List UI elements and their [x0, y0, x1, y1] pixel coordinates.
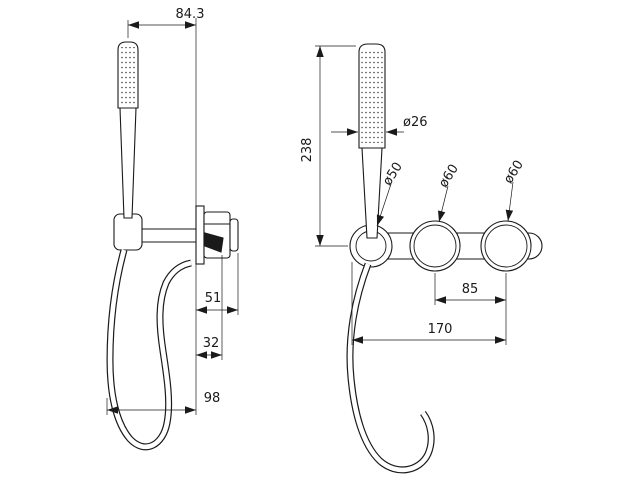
hose-side-outer: [106, 249, 192, 451]
dim-label-handshower-diameter: ø26: [403, 115, 428, 130]
right-knob-front: [480, 220, 532, 272]
right-view: 238 ø26 ø50 ø60 ø60: [300, 43, 543, 474]
dim-body-depth: 51: [196, 253, 239, 315]
right-knob-outer: [480, 220, 532, 272]
spray-holes-side: [120, 47, 136, 104]
left-knob-outer: [409, 220, 461, 272]
dim-right-knob-diameter: ø60: [501, 158, 527, 222]
dim-label-lever-depth: 32: [203, 336, 220, 351]
dim-height: 238: [300, 45, 356, 247]
dim-handshower-diameter: ø26: [331, 115, 428, 136]
right-dimensions: 238 ø26 ø50 ø60 ø60: [300, 45, 527, 345]
left-dimensions: 84.3 51 32 98: [106, 7, 239, 415]
hose-side-inner: [107, 249, 192, 450]
hose-front-inner: [347, 263, 434, 473]
dim-label-knob-spacing: 85: [462, 282, 479, 297]
dim-label-overall-span: 170: [428, 322, 453, 337]
holder-arm-side: [140, 228, 205, 243]
dim-label-height: 238: [300, 138, 315, 163]
handshower-head-front: [358, 43, 386, 149]
dim-knob-spacing: 85: [434, 273, 507, 345]
leader-line: [438, 185, 449, 223]
mixer-body-side: [195, 205, 239, 265]
dim-hose-clearance: 98: [106, 391, 221, 415]
handshower-handle-front: [361, 147, 383, 239]
dim-label-hose-clearance: 98: [204, 391, 221, 406]
backplate-side: [195, 205, 205, 265]
left-knob-inner: [413, 224, 457, 268]
dim-left-knob-diameter: ø60: [436, 162, 462, 223]
dim-lever-depth: 32: [196, 255, 223, 360]
lever-handle-side: [204, 232, 224, 253]
dim-label-holder-diameter: ø50: [380, 160, 406, 189]
spray-holes-front: [361, 50, 383, 143]
leader-line: [376, 183, 392, 227]
handshower-head-side: [117, 41, 139, 109]
left-view: 84.3 51 32 98: [106, 7, 239, 451]
leader-line: [505, 181, 514, 222]
right-knob-inner: [484, 224, 528, 268]
handshower-holder-side: [113, 213, 143, 251]
hose-front: [346, 262, 435, 474]
dim-label-right-knob-diameter: ø60: [501, 158, 527, 187]
dim-overall-span: 170: [351, 262, 506, 345]
dim-label-offset-width: 84.3: [176, 7, 205, 22]
dim-label-left-knob-diameter: ø60: [436, 162, 462, 191]
hose-front-outer: [346, 262, 435, 474]
dim-label-body-depth: 51: [205, 291, 222, 306]
hose-side: [106, 249, 192, 451]
left-knob-front: [409, 220, 461, 272]
handshower-handle-side: [119, 107, 137, 219]
dim-offset-width: 84.3: [127, 7, 205, 38]
knob-profile-side: [229, 218, 239, 252]
